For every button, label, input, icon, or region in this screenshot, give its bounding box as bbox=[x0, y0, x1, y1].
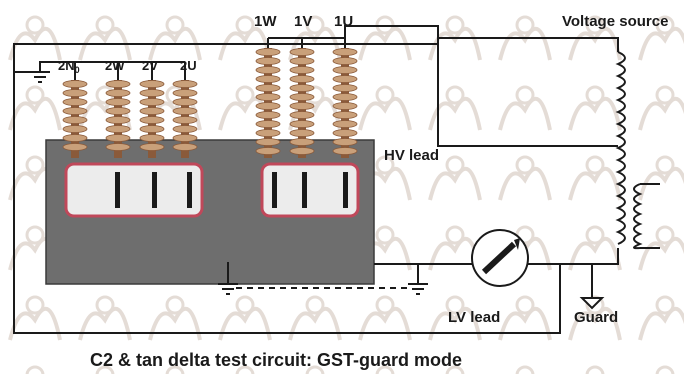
bushing-1u bbox=[332, 48, 358, 158]
lv-capacitor-group bbox=[64, 162, 204, 218]
hv-capacitor-box bbox=[260, 162, 360, 218]
bushing-2n bbox=[62, 80, 88, 158]
bushing-label-1w: 1W bbox=[254, 13, 277, 30]
diagram-caption: C2 & tan delta test circuit: GST-guard m… bbox=[90, 350, 462, 370]
lv-lead-label: LV lead bbox=[448, 309, 500, 326]
bushing-labels: 2N0 2W 2V 2U 1W 1V 1U bbox=[58, 13, 353, 75]
bushing-label-2v: 2V bbox=[142, 58, 158, 73]
bushing-label-1u: 1U bbox=[334, 13, 353, 30]
bushing-2u bbox=[172, 80, 198, 158]
bushing-label-2n: 2N0 bbox=[58, 58, 80, 75]
ammeter-icon bbox=[471, 229, 529, 287]
bushing-1v bbox=[289, 48, 315, 158]
ground-icon bbox=[30, 71, 50, 83]
bushings-group bbox=[62, 48, 358, 158]
voltage-source-label: Voltage source bbox=[562, 13, 668, 30]
bushing-label-2u: 2U bbox=[180, 58, 197, 73]
bushing-label-1v: 1V bbox=[294, 13, 312, 30]
bushing-1w bbox=[255, 48, 281, 158]
hv-lead-label: HV lead bbox=[384, 147, 439, 164]
bushing-2w bbox=[105, 80, 131, 158]
lv-capacitor-box bbox=[64, 162, 204, 218]
bushing-2v bbox=[139, 80, 165, 158]
ground-icon bbox=[408, 283, 428, 295]
guard-label: Guard bbox=[574, 309, 618, 326]
ground-icon bbox=[218, 283, 238, 295]
guard-icon bbox=[579, 297, 605, 310]
bushing-label-2w: 2W bbox=[105, 58, 125, 73]
hv-capacitor-group bbox=[260, 162, 360, 218]
wiring bbox=[13, 25, 660, 334]
transformer-coil-icon bbox=[615, 51, 643, 250]
